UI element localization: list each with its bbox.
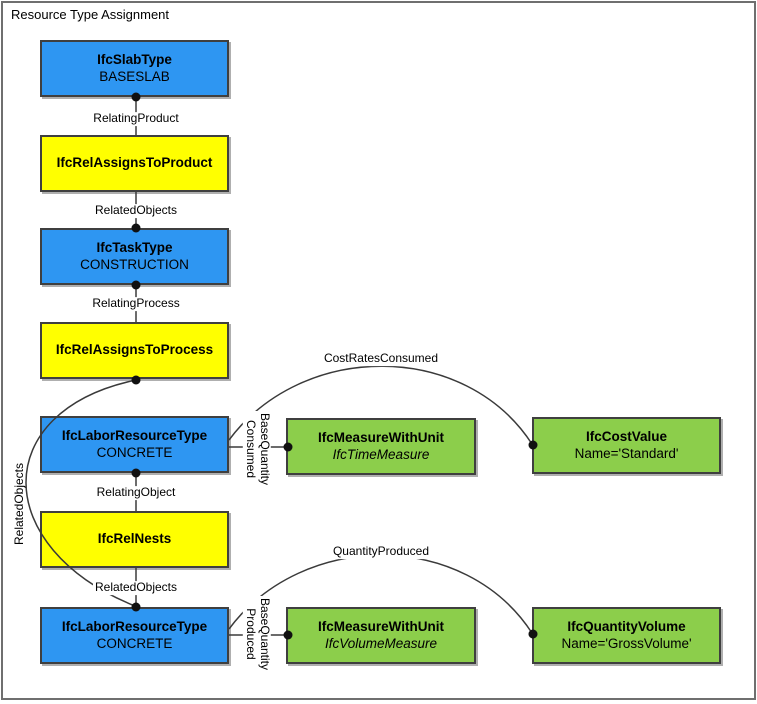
node-ifcmeasurewithunit-time: IfcMeasureWithUnit IfcTimeMeasure (286, 418, 476, 475)
edge-label-basequantityconsumed: BaseQuantity Consumed (243, 410, 272, 488)
node-title: IfcMeasureWithUnit (318, 618, 444, 634)
edge-label-quantityproduced: QuantityProduced (330, 544, 432, 559)
node-ifctasktype: IfcTaskType CONSTRUCTION (40, 228, 229, 285)
edge-label-relatedobjects: RelatedObjects (92, 580, 180, 595)
node-subtitle: IfcTimeMeasure (332, 446, 430, 462)
node-subtitle: Name='GrossVolume' (561, 635, 692, 651)
edge-label-relatedobjects: RelatedObjects (92, 203, 180, 218)
node-title: IfcLaborResourceType (61, 427, 208, 443)
node-subtitle: CONCRETE (96, 444, 173, 460)
node-ifclaborresourcetype-upper: IfcLaborResourceType CONCRETE (40, 416, 229, 473)
node-title: IfcSlabType (97, 51, 172, 67)
node-title: IfcTaskType (96, 239, 173, 255)
node-title: IfcRelAssignsToProduct (56, 155, 213, 171)
node-title: IfcCostValue (585, 428, 668, 444)
node-subtitle: Name='Standard' (574, 445, 679, 461)
edge-label-relatedobjects-vertical: RelatedObjects (12, 462, 27, 546)
node-title: IfcQuantityVolume (567, 618, 686, 634)
edge-label-relatingprocess: RelatingProcess (90, 296, 182, 311)
node-ifcslabtype: IfcSlabType BASESLAB (40, 40, 229, 97)
node-ifclaborresourcetype-lower: IfcLaborResourceType CONCRETE (40, 607, 229, 664)
edge-label-relatingobject: RelatingObject (94, 485, 178, 500)
node-ifcrelassignstoprocess: IfcRelAssignsToProcess (40, 322, 229, 379)
edge-label-costratesconsumed: CostRatesConsumed (321, 351, 441, 366)
node-subtitle: CONCRETE (96, 635, 173, 651)
node-subtitle: BASESLAB (99, 68, 170, 84)
node-title: IfcLaborResourceType (61, 618, 208, 634)
node-ifcrelnests: IfcRelNests (40, 511, 229, 568)
node-ifcmeasurewithunit-volume: IfcMeasureWithUnit IfcVolumeMeasure (286, 607, 476, 664)
node-title: IfcRelNests (97, 531, 172, 547)
node-ifccostvalue: IfcCostValue Name='Standard' (532, 417, 721, 474)
diagram-title: Resource Type Assignment (11, 7, 170, 22)
node-ifcquantityvolume: IfcQuantityVolume Name='GrossVolume' (532, 607, 721, 664)
edge-label-basequantityproduced: BaseQuantity Produced (243, 595, 272, 673)
node-title: IfcMeasureWithUnit (318, 429, 444, 445)
node-title: IfcRelAssignsToProcess (55, 342, 214, 358)
node-ifcrelassignstoproduct: IfcRelAssignsToProduct (40, 135, 229, 192)
edge-label-relatingproduct: RelatingProduct (91, 111, 181, 126)
node-subtitle: IfcVolumeMeasure (324, 635, 438, 651)
node-subtitle: CONSTRUCTION (80, 256, 189, 272)
